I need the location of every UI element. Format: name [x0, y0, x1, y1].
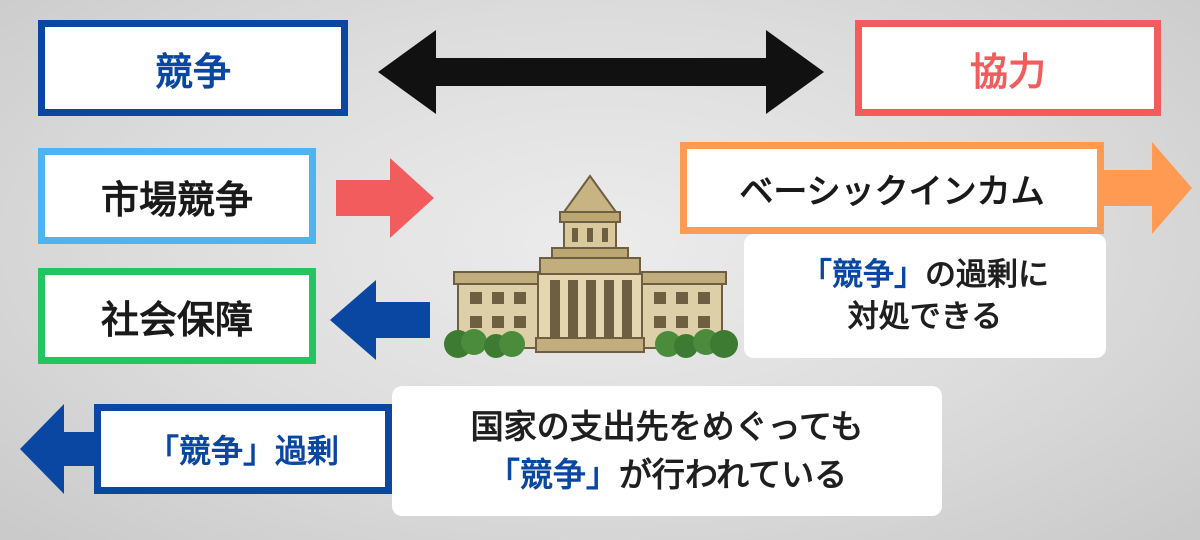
quote-word: 競争: [178, 432, 243, 470]
quote-close: 」: [585, 455, 619, 494]
left-arrow-icon: [330, 280, 430, 360]
quote-open: 「: [486, 455, 520, 494]
quote-open: 「: [801, 257, 832, 293]
quote-close: 」: [243, 432, 276, 470]
spending-note-line1: 国家の支出先をめぐっても: [470, 407, 864, 446]
excess-label: 過剰: [275, 432, 340, 470]
right-arrow-icon: [336, 158, 434, 238]
spending-note-line2: 「競争」が行われている: [487, 451, 847, 499]
quote-close: 」: [894, 257, 925, 293]
spending-note-rest: が行われている: [618, 455, 848, 494]
bottom-left-arrow-icon: [20, 404, 110, 494]
quote-open: 「: [146, 432, 179, 470]
market-competition-label: 市場競争: [100, 177, 253, 222]
basic-income-label: ベーシックインカム: [739, 171, 1045, 212]
diet-building-icon: [444, 174, 738, 358]
spending-note-panel: 国家の支出先をめぐっても 「競争」が行われている: [392, 386, 942, 516]
cooperation-box: 協力: [855, 20, 1161, 116]
market-competition-box: 市場競争: [38, 148, 316, 244]
competition-label: 競争: [154, 49, 231, 94]
bi-note-rest: の過剰に: [925, 257, 1049, 293]
social-security-box: 社会保障: [38, 268, 316, 364]
bi-note-panel: 「競争」の過剰に 対処できる: [744, 234, 1106, 358]
bi-right-arrow-icon: [1100, 142, 1192, 234]
bi-note-line1: 「競争」の過剰に: [801, 254, 1049, 296]
basic-income-box: ベーシックインカム: [680, 142, 1104, 234]
double-arrow-icon: [378, 30, 824, 114]
competition-excess-box: 「競争」過剰: [94, 404, 392, 494]
cooperation-label: 協力: [969, 49, 1046, 94]
social-security-label: 社会保障: [100, 297, 253, 342]
bi-note-line2: 対処できる: [847, 299, 1003, 335]
quote-word: 競争: [832, 257, 894, 293]
competition-box: 競争: [38, 20, 348, 116]
quote-word: 競争: [519, 455, 586, 494]
